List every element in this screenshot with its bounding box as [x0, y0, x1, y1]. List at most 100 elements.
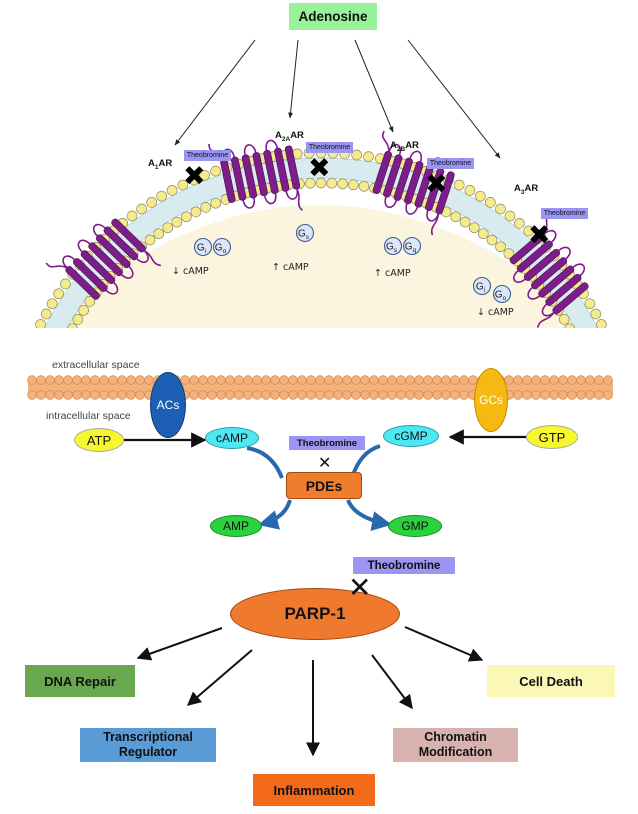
- receptor-inhibition-mark: ✖: [425, 169, 448, 200]
- membrane-head: [342, 390, 352, 400]
- adenosine-box: Adenosine: [289, 3, 377, 30]
- lipid-head: [628, 422, 638, 432]
- cgmp-oval: cGMP: [383, 425, 439, 447]
- lipid-head: [146, 197, 157, 208]
- membrane-head: [396, 390, 406, 400]
- membrane-head: [207, 375, 217, 385]
- membrane-head: [585, 375, 595, 385]
- transmembrane-helix: [284, 145, 301, 190]
- lipid-head: [200, 202, 212, 213]
- receptor-name-main: A: [148, 158, 155, 169]
- membrane-head: [567, 375, 577, 385]
- g-protein-q: Gq: [402, 236, 422, 256]
- membrane-head: [288, 375, 298, 385]
- membrane-head: [423, 390, 433, 400]
- g-protein-i: Gi: [193, 237, 213, 257]
- g-protein-label: Gs: [298, 229, 310, 242]
- g-protein-label: Go: [215, 243, 227, 256]
- lipid-head: [464, 185, 476, 196]
- membrane-head: [225, 375, 235, 385]
- membrane-head: [441, 375, 451, 385]
- transmembrane-helix: [552, 282, 589, 315]
- lipid-head: [35, 319, 46, 328]
- membrane-head: [351, 375, 361, 385]
- membrane-head: [306, 375, 316, 385]
- membrane-head: [324, 375, 334, 385]
- membrane-head: [387, 375, 397, 385]
- g-protein-circle: [472, 276, 492, 296]
- membrane-head: [441, 390, 451, 400]
- membrane-head: [27, 390, 37, 400]
- membrane-head: [54, 375, 64, 385]
- membrane-head: [126, 375, 136, 385]
- lipid-head: [351, 149, 363, 161]
- lipid-head: [190, 206, 202, 218]
- membrane-head: [405, 390, 415, 400]
- receptor-inhibition-mark: ✖: [528, 220, 551, 251]
- arrow-to-a2bar: [354, 39, 394, 133]
- membrane-head: [387, 390, 397, 400]
- lipid-head: [495, 203, 506, 215]
- lipid-head: [8, 398, 18, 408]
- membrane-head: [360, 375, 370, 385]
- transcriptional-line2: Regulator: [118, 745, 178, 759]
- membrane-head: [252, 375, 262, 385]
- membrane-head: [189, 375, 199, 385]
- arrow-to-cell-death: [404, 626, 484, 662]
- lipid-head: [171, 216, 183, 228]
- amp-oval: AMP: [210, 515, 262, 537]
- g-protein-subscript: o: [503, 295, 507, 302]
- receptor-name-sub: 1: [154, 163, 159, 171]
- receptor-2: [372, 130, 455, 236]
- membrane-head: [216, 375, 226, 385]
- receptor-name-label: A2AAR: [275, 130, 304, 143]
- camp-effect-label: ↑ cAMP: [374, 268, 411, 279]
- lipid-head: [177, 179, 189, 191]
- membrane-head: [90, 375, 100, 385]
- g-protein-subscript: q: [413, 247, 417, 254]
- membrane-head: [36, 390, 46, 400]
- lipid-head: [468, 222, 480, 234]
- arrow-to-a1ar: [174, 39, 256, 146]
- lipid-head: [40, 308, 52, 320]
- lipid-head: [504, 210, 516, 222]
- membrane-head: [540, 390, 550, 400]
- lipid-head: [590, 308, 602, 320]
- cell-death-box: Cell Death: [487, 665, 615, 697]
- g-protein-o: Go: [492, 284, 512, 304]
- g-protein-circle: [492, 284, 512, 304]
- lipid-head: [78, 304, 89, 316]
- lipid-head: [618, 375, 628, 385]
- membrane-head: [108, 375, 118, 385]
- membrane-head: [567, 390, 577, 400]
- lipid-head: [210, 197, 222, 209]
- camp-oval: cAMP: [205, 427, 259, 449]
- membrane-head: [45, 390, 55, 400]
- lipid-head: [579, 353, 589, 363]
- membrane-head: [45, 375, 55, 385]
- lipid-head: [315, 177, 327, 189]
- membrane-head: [117, 375, 127, 385]
- lipid-head: [2, 433, 12, 443]
- transcriptional-line1: Transcriptional: [103, 730, 193, 744]
- g-protein-o: Go: [212, 237, 232, 257]
- g-protein-circle: [383, 236, 403, 256]
- lipid-head: [60, 278, 71, 290]
- membrane-head: [549, 375, 559, 385]
- lipid-head: [627, 410, 637, 420]
- receptor-name-sub: 2A: [281, 135, 291, 143]
- membrane-head: [369, 390, 379, 400]
- lipid-head: [153, 228, 165, 240]
- membrane-head: [576, 390, 586, 400]
- g-protein-circle: [402, 236, 422, 256]
- membrane-head: [522, 390, 532, 400]
- receptor-name-sub: 2B: [396, 145, 406, 153]
- pdes-inhibition-mark: ✕: [318, 453, 332, 472]
- g-protein-circle: [193, 237, 213, 257]
- gcs-enzyme: GCs: [474, 368, 508, 432]
- membrane-head: [450, 375, 460, 385]
- membrane-head: [270, 375, 280, 385]
- membrane-head: [117, 390, 127, 400]
- pdes-to-gmp-arrow: [346, 499, 392, 531]
- intracellular-label: intracellular space: [46, 410, 131, 422]
